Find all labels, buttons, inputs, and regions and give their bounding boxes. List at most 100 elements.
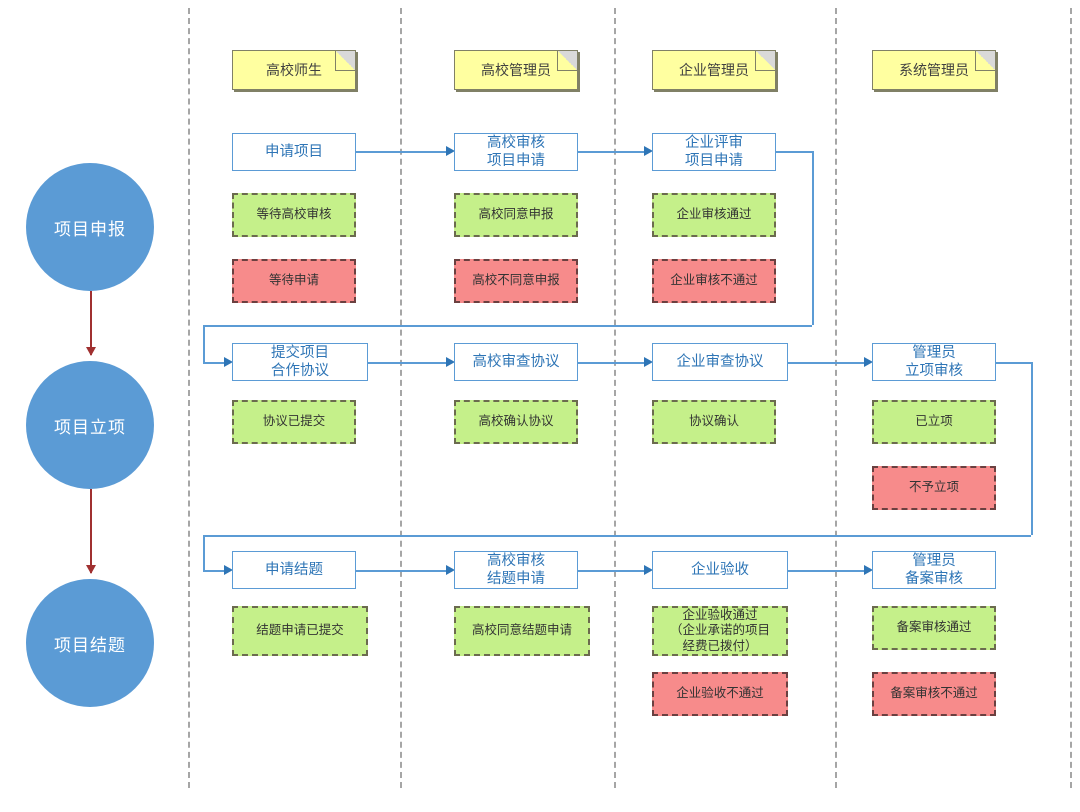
status-enterprise-acceptance-pass: 企业验收通过（企业承诺的项目经费已拨付） <box>652 606 788 656</box>
lane-header-label: 高校管理员 <box>481 62 551 78</box>
proc-enterprise-acceptance[interactable]: 企业验收 <box>652 551 788 589</box>
page-fold-icon <box>755 51 775 71</box>
status-school-agree-declaration: 高校同意申报 <box>454 193 578 237</box>
status-label: 等待高校审核 <box>256 207 332 222</box>
status-label: 备案审核不通过 <box>890 686 978 701</box>
process-label: 申请项目 <box>265 143 323 160</box>
lane-separator-1 <box>188 8 190 788</box>
conn-enterprise-review-to-submit-agreement-seg-5 <box>203 362 224 364</box>
status-label: 企业验收不通过 <box>676 686 764 701</box>
status-label: 结题申请已提交 <box>256 623 344 638</box>
lane-header-lane-teacher-student: 高校师生 <box>232 50 356 90</box>
phase-label: 项目申报 <box>54 219 126 239</box>
phase-arrow-line-2 <box>90 489 92 573</box>
conn-enterprise-review-to-submit-agreement-arrowhead <box>224 357 233 367</box>
conn-school-check-to-enterprise-check-seg-1 <box>578 362 644 364</box>
conn-school-review-to-enterprise-acceptance-arrowhead <box>644 565 653 575</box>
process-label: 高校审核结题申请 <box>487 552 545 587</box>
conn-admin-review-to-apply-completion-seg-3 <box>203 535 1031 537</box>
conn-enterprise-review-to-submit-agreement-seg-3 <box>203 325 812 327</box>
status-waiting-school-review: 等待高校审核 <box>232 193 356 237</box>
status-school-agree-completion: 高校同意结题申请 <box>454 606 590 656</box>
proc-admin-approval-review[interactable]: 管理员立项审核 <box>872 343 996 381</box>
status-label: 企业审核通过 <box>676 207 752 222</box>
process-label: 企业验收 <box>691 561 749 578</box>
process-label: 管理员备案审核 <box>905 552 963 587</box>
conn-admin-review-to-apply-completion-seg-5 <box>203 570 224 572</box>
conn-school-check-to-enterprise-check-arrowhead <box>644 357 653 367</box>
proc-school-check-agreement[interactable]: 高校审查协议 <box>454 343 578 381</box>
proc-admin-record-review[interactable]: 管理员备案审核 <box>872 551 996 589</box>
status-label: 高校确认协议 <box>478 414 554 429</box>
status-not-approved: 不予立项 <box>872 466 996 510</box>
phase-arrow-line-1 <box>90 291 92 355</box>
conn-submit-to-school-check-seg-1 <box>368 362 446 364</box>
lane-header-lane-system-admin: 系统管理员 <box>872 50 996 90</box>
proc-apply-completion[interactable]: 申请结题 <box>232 551 356 589</box>
page-fold-icon <box>557 51 577 71</box>
proc-apply-project[interactable]: 申请项目 <box>232 133 356 171</box>
status-label: 不予立项 <box>908 480 959 495</box>
lane-header-lane-enterprise-admin: 企业管理员 <box>652 50 776 90</box>
lane-separator-4 <box>835 8 837 788</box>
status-label: 高校同意申报 <box>478 207 554 222</box>
proc-school-review-completion[interactable]: 高校审核结题申请 <box>454 551 578 589</box>
conn-submit-to-school-check-arrowhead <box>446 357 455 367</box>
lane-separator-2 <box>400 8 402 788</box>
conn-enterprise-acceptance-to-admin-record-arrowhead <box>864 565 873 575</box>
page-fold-icon <box>975 51 995 71</box>
conn-enterprise-check-to-admin-review-arrowhead <box>864 357 873 367</box>
process-label: 提交项目合作协议 <box>271 344 329 379</box>
conn-admin-review-to-apply-completion-seg-2 <box>1031 362 1033 535</box>
status-label: 已立项 <box>915 414 953 429</box>
process-label: 企业评审项目申请 <box>685 134 743 169</box>
phase-declaration: 项目申报 <box>26 163 154 291</box>
process-label: 企业审查协议 <box>676 353 764 370</box>
phase-label: 项目立项 <box>54 417 126 437</box>
lane-separator-3 <box>614 8 616 788</box>
status-agreement-submitted: 协议已提交 <box>232 400 356 444</box>
conn-apply-completion-to-school-review-arrowhead <box>446 565 455 575</box>
status-school-confirm-agreement: 高校确认协议 <box>454 400 578 444</box>
status-label: 等待申请 <box>268 273 319 288</box>
phase-arrow-head-2 <box>86 565 96 574</box>
proc-enterprise-review-application[interactable]: 企业评审项目申请 <box>652 133 776 171</box>
conn-enterprise-acceptance-to-admin-record-seg-1 <box>788 570 864 572</box>
proc-submit-agreement[interactable]: 提交项目合作协议 <box>232 343 368 381</box>
status-waiting-application: 等待申请 <box>232 259 356 303</box>
lane-header-label: 高校师生 <box>266 62 322 78</box>
lane-header-lane-school-admin: 高校管理员 <box>454 50 578 90</box>
status-label: 协议确认 <box>688 414 739 429</box>
status-label: 高校不同意申报 <box>472 273 560 288</box>
status-label: 企业审核不通过 <box>670 273 758 288</box>
conn-enterprise-review-to-submit-agreement-seg-1 <box>776 151 812 153</box>
status-enterprise-acceptance-fail: 企业验收不通过 <box>652 672 788 716</box>
process-label: 高校审核项目申请 <box>487 134 545 169</box>
status-approved: 已立项 <box>872 400 996 444</box>
process-label: 申请结题 <box>265 561 323 578</box>
phase-arrow-head-1 <box>86 347 96 356</box>
conn-school-review-to-enterprise-acceptance-seg-1 <box>578 570 644 572</box>
status-label: 协议已提交 <box>262 414 326 429</box>
conn-enterprise-check-to-admin-review-seg-1 <box>788 362 864 364</box>
conn-admin-review-to-apply-completion-seg-4 <box>203 535 205 570</box>
status-record-review-fail: 备案审核不通过 <box>872 672 996 716</box>
status-enterprise-review-pass: 企业审核通过 <box>652 193 776 237</box>
lane-separator-5 <box>1070 8 1072 788</box>
proc-school-review-application[interactable]: 高校审核项目申请 <box>454 133 578 171</box>
lane-header-label: 企业管理员 <box>679 62 749 78</box>
conn-apply-to-school-review-seg-1 <box>356 151 446 153</box>
phase-approval: 项目立项 <box>26 361 154 489</box>
status-enterprise-review-fail: 企业审核不通过 <box>652 259 776 303</box>
status-label: 企业验收通过（企业承诺的项目经费已拨付） <box>669 607 770 653</box>
lane-header-label: 系统管理员 <box>899 62 969 78</box>
conn-enterprise-review-to-submit-agreement-seg-2 <box>812 151 814 325</box>
conn-enterprise-review-to-submit-agreement-seg-4 <box>203 325 205 362</box>
conn-admin-review-to-apply-completion-seg-1 <box>996 362 1031 364</box>
conn-school-to-enterprise-review-seg-1 <box>578 151 644 153</box>
conn-apply-to-school-review-arrowhead <box>446 146 455 156</box>
proc-enterprise-check-agreement[interactable]: 企业审查协议 <box>652 343 788 381</box>
conn-school-to-enterprise-review-arrowhead <box>644 146 653 156</box>
phase-completion: 项目结题 <box>26 579 154 707</box>
